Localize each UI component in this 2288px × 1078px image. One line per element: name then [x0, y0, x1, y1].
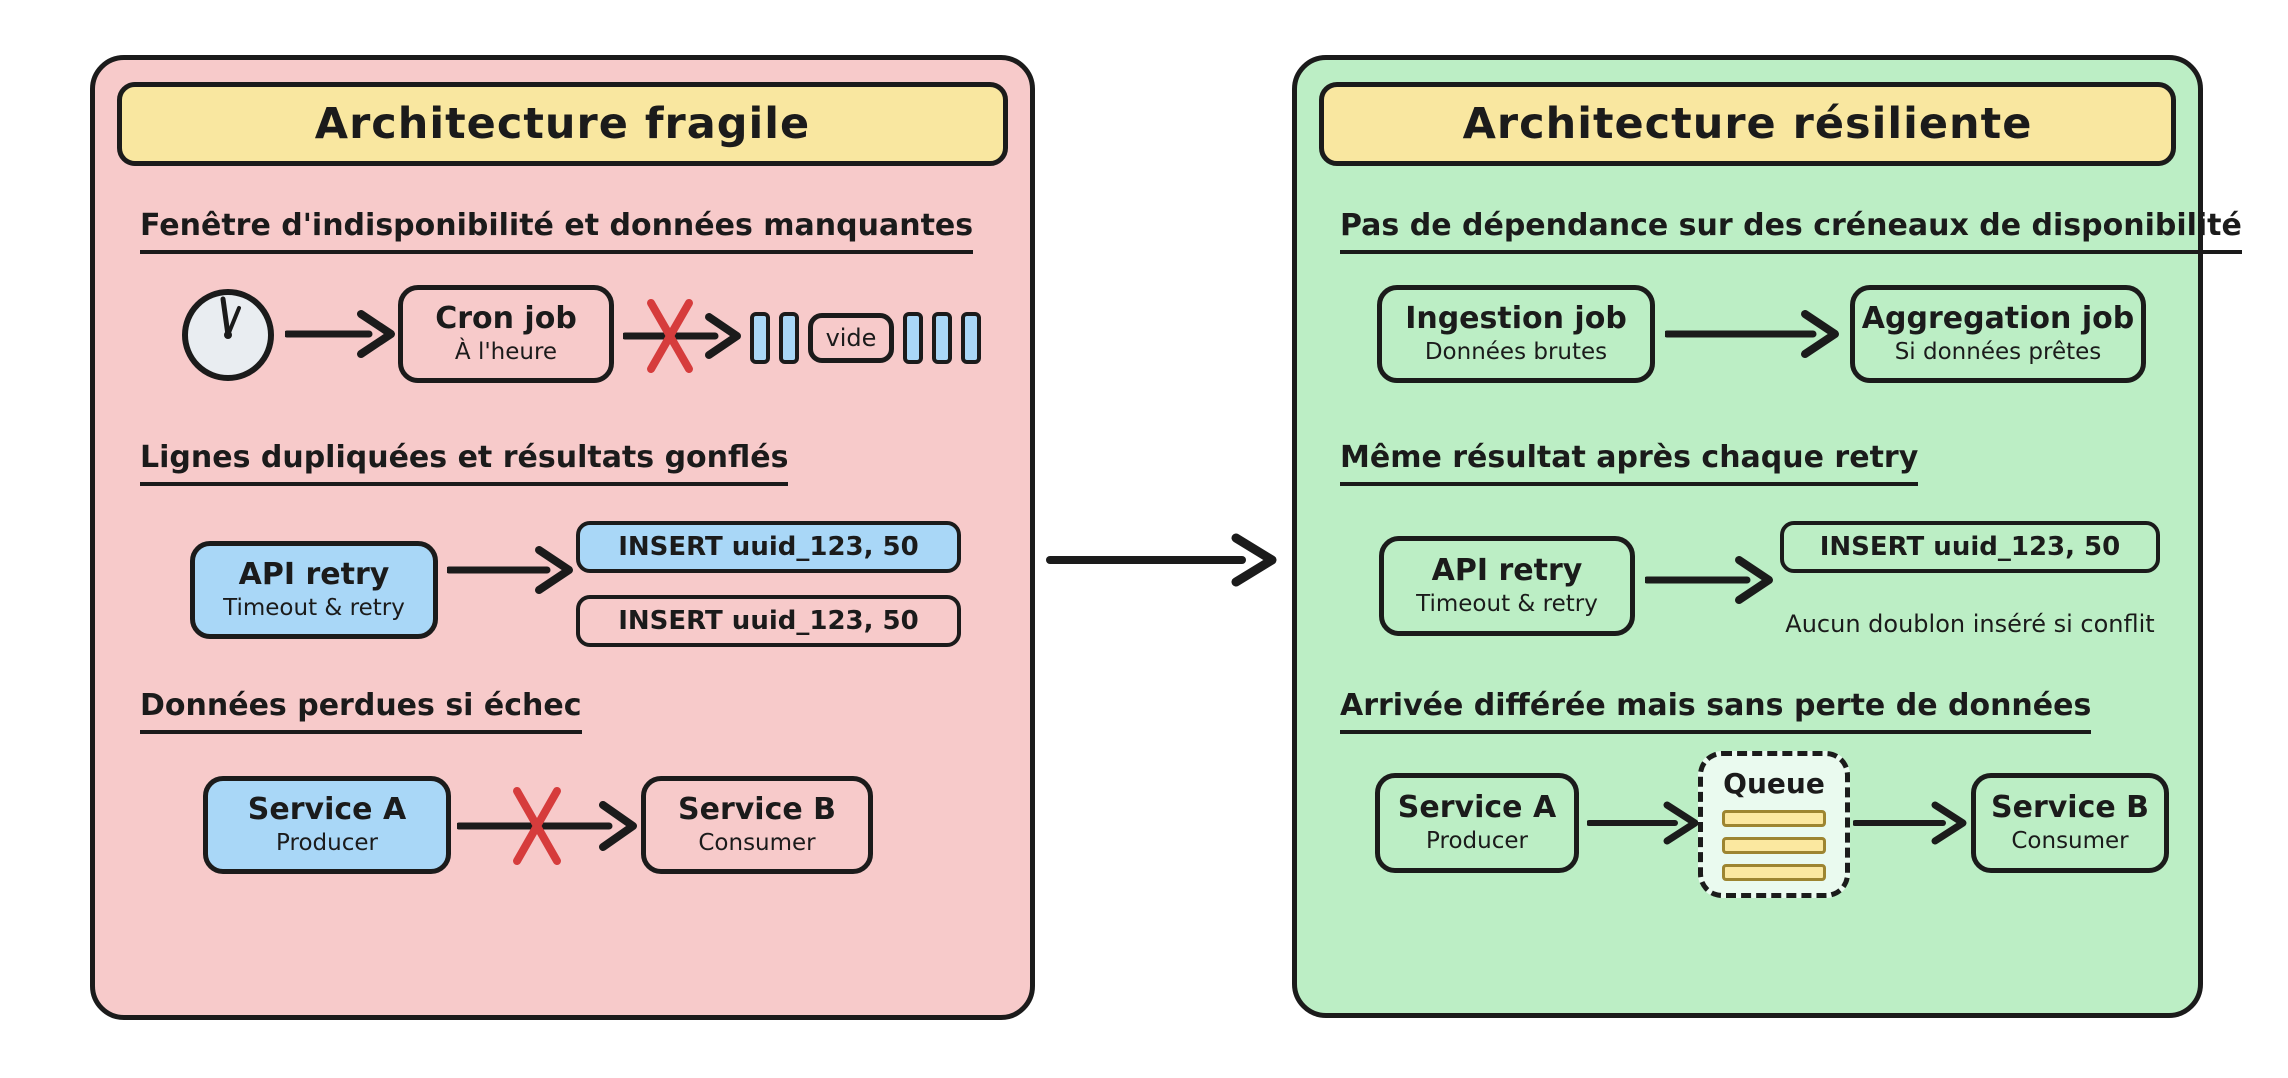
fragile-panel-title: Architecture fragile	[117, 82, 1008, 166]
insert-statement-idempotent: INSERT uuid_123, 50	[1780, 521, 2160, 573]
transition-arrow-icon	[1046, 533, 1277, 587]
api-retry-subtitle: Timeout & retry	[223, 595, 405, 621]
service-b-title: Service B	[1990, 790, 2150, 825]
queue-message-bar	[1722, 810, 1826, 827]
data-slot-bar	[961, 312, 981, 364]
fragile-section3-heading: Données perdues si échec	[140, 688, 582, 734]
fragile-title-label: Architecture fragile	[314, 99, 811, 149]
aggregation-job-box: Aggregation job Si données prêtes	[1850, 285, 2146, 383]
insert-statement-duplicate-2: INSERT uuid_123, 50	[576, 595, 961, 647]
clock-icon	[182, 289, 274, 381]
data-slot-bar	[750, 312, 770, 364]
service-a-subtitle: Producer	[276, 830, 378, 856]
arrow-icon	[285, 310, 395, 358]
empty-slot-label: vide	[825, 324, 877, 352]
service-b-box-resilient: Service B Consumer	[1971, 773, 2169, 873]
resilient-title-label: Architecture résiliente	[1462, 99, 2033, 149]
resilient-section3-heading: Arrivée différée mais sans perte de donn…	[1340, 688, 2092, 734]
arrow-icon	[1587, 801, 1699, 845]
fragile-section1-heading: Fenêtre d'indisponibilité et données man…	[140, 208, 974, 254]
cron-job-title: Cron job	[435, 301, 577, 336]
resilient-panel-title: Architecture résiliente	[1319, 82, 2176, 166]
arrow-icon	[447, 546, 573, 594]
queue-label: Queue	[1723, 767, 1825, 800]
cron-job-subtitle: À l'heure	[454, 339, 558, 365]
broken-arrow-red-x-icon	[457, 787, 637, 865]
api-retry-subtitle: Timeout & retry	[1416, 591, 1598, 617]
ingestion-job-box: Ingestion job Données brutes	[1377, 285, 1655, 383]
idempotency-note: Aucun doublon inséré si conflit	[1785, 610, 2155, 638]
arrow-icon	[1853, 801, 1967, 845]
data-slot-bar	[779, 312, 799, 364]
api-retry-title: API retry	[238, 557, 390, 592]
service-a-title: Service A	[1397, 790, 1557, 825]
fragile-section2-heading: Lignes dupliquées et résultats gonflés	[140, 440, 789, 486]
queue-message-bar	[1722, 837, 1826, 854]
service-b-subtitle: Consumer	[698, 830, 816, 856]
aggregation-job-title: Aggregation job	[1861, 301, 2135, 336]
service-b-box-fragile: Service B Consumer	[641, 776, 873, 874]
service-b-subtitle: Consumer	[2011, 828, 2129, 854]
resilient-panel: Architecture résiliente Pas de dépendanc…	[1292, 55, 2242, 1018]
aggregation-job-subtitle: Si données prêtes	[1894, 339, 2102, 365]
fragile-panel: Architecture fragile Fenêtre d'indisponi…	[90, 55, 1035, 1020]
resilient-section2-heading: Même résultat après chaque retry	[1340, 440, 1919, 486]
broken-arrow-red-x-icon	[623, 299, 741, 373]
api-retry-box-fragile: API retry Timeout & retry	[190, 541, 438, 639]
service-a-box-resilient: Service A Producer	[1375, 773, 1579, 873]
cron-job-box: Cron job À l'heure	[398, 285, 614, 383]
data-slot-bar	[903, 312, 923, 364]
data-slots-row: vide	[750, 312, 981, 364]
service-a-title: Service A	[247, 792, 407, 827]
queue-message-bar	[1722, 864, 1826, 881]
api-retry-title: API retry	[1431, 553, 1583, 588]
api-retry-box-resilient: API retry Timeout & retry	[1379, 536, 1635, 636]
data-slot-bar	[932, 312, 952, 364]
ingestion-job-title: Ingestion job	[1405, 301, 1627, 336]
service-b-title: Service B	[677, 792, 837, 827]
empty-slot-box: vide	[808, 313, 894, 363]
ingestion-job-subtitle: Données brutes	[1424, 339, 1608, 365]
queue-box: Queue	[1698, 751, 1850, 898]
insert-statement-duplicate-1: INSERT uuid_123, 50	[576, 521, 961, 573]
arrow-icon	[1665, 310, 1839, 358]
resilient-section1-heading: Pas de dépendance sur des créneaux de di…	[1340, 208, 2242, 254]
service-a-box-fragile: Service A Producer	[203, 776, 451, 874]
service-a-subtitle: Producer	[1426, 828, 1528, 854]
arrow-icon	[1645, 556, 1773, 604]
